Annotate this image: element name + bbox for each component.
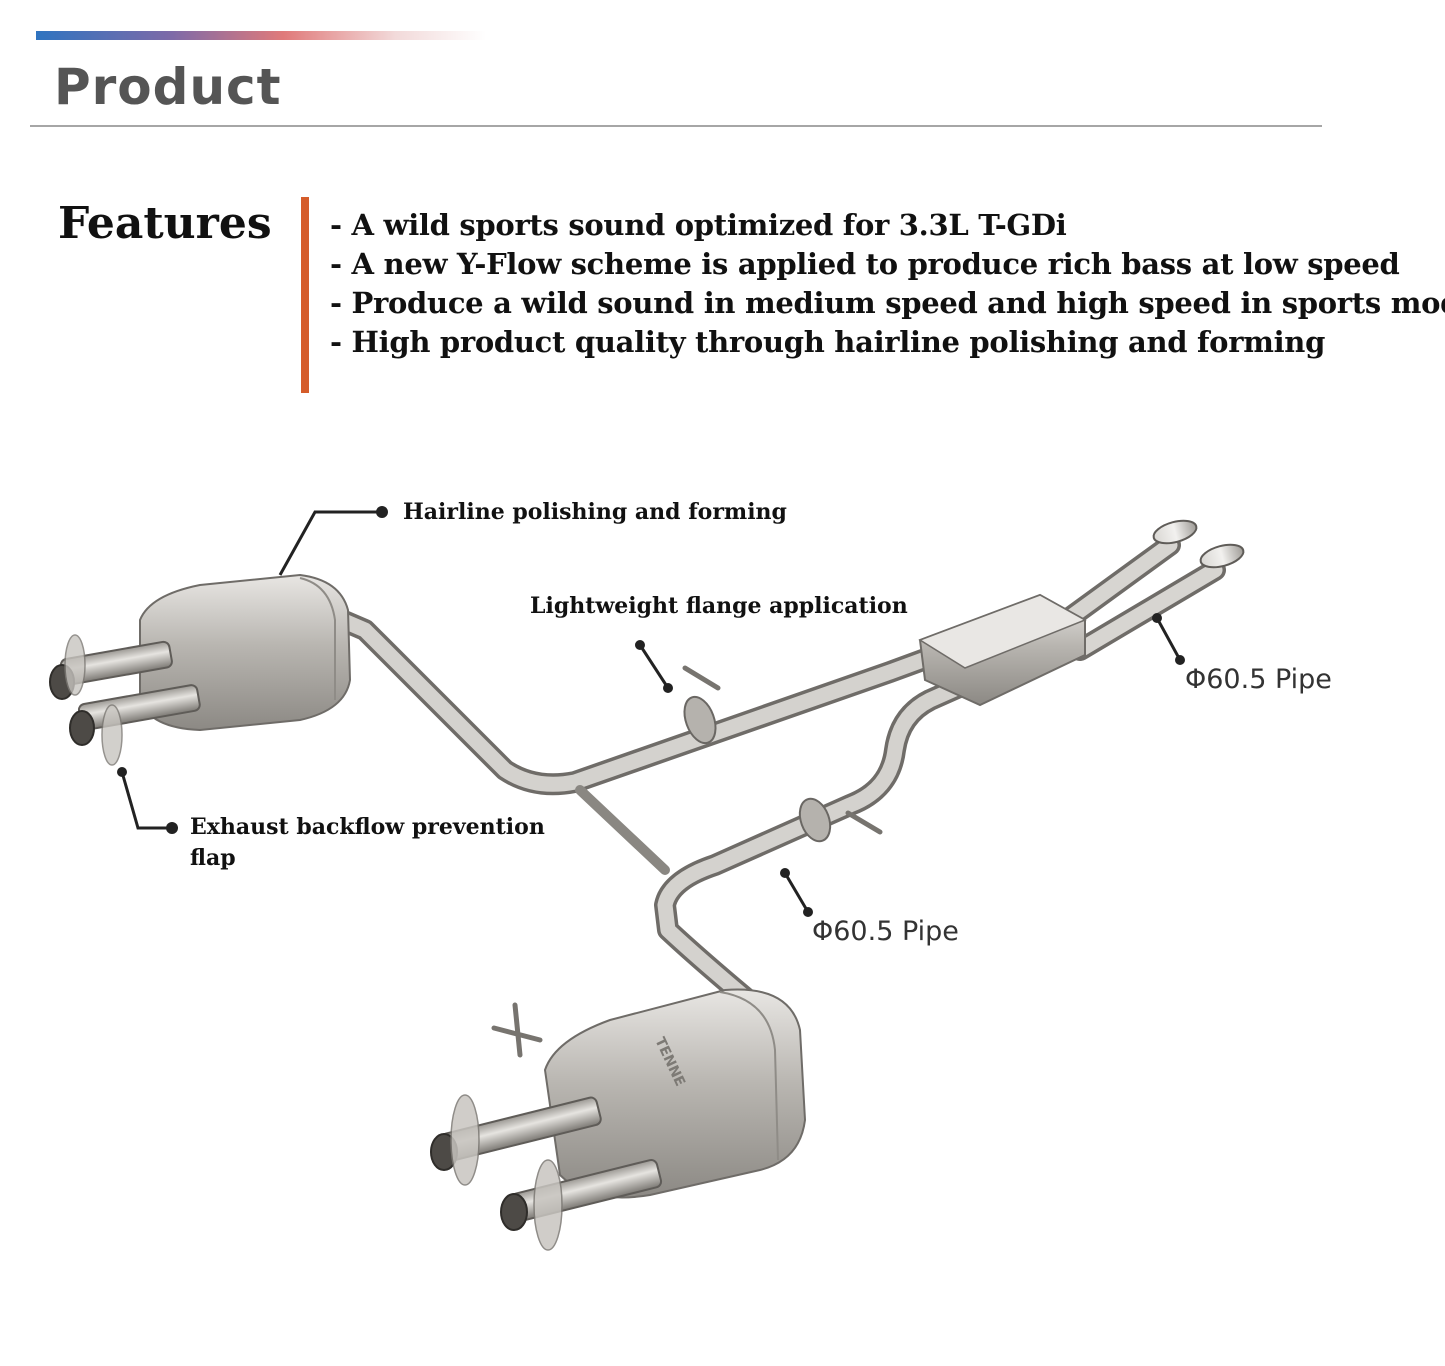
page-title: Product xyxy=(54,58,282,116)
callout-hairline-polishing: Hairline polishing and forming xyxy=(403,499,787,525)
pipe-label-lower: Φ60.5 Pipe xyxy=(812,916,959,947)
callout-backflow-line2: flap xyxy=(190,845,236,871)
feature-item: - Produce a wild sound in medium speed a… xyxy=(330,286,1445,320)
callout-backflow-line1: Exhaust backflow prevention xyxy=(190,814,545,840)
pipe-label-upper: Φ60.5 Pipe xyxy=(1185,664,1332,695)
feature-item: - A wild sports sound optimized for 3.3L… xyxy=(330,208,1067,242)
callout-lightweight-flange: Lightweight flange application xyxy=(530,593,908,619)
feature-item: - A new Y-Flow scheme is applied to prod… xyxy=(330,247,1400,281)
features-divider xyxy=(301,197,309,393)
exhaust-system-illustration: TENNE xyxy=(49,506,1245,1251)
callout-backflow-flap: Exhaust backflow prevention flap xyxy=(190,812,545,874)
title-divider xyxy=(30,125,1322,127)
features-list: - A wild sports sound optimized for 3.3L… xyxy=(330,206,1445,362)
features-heading: Features xyxy=(58,198,272,249)
feature-item: - High product quality through hairline … xyxy=(330,325,1326,359)
header-accent-bar xyxy=(36,31,486,40)
